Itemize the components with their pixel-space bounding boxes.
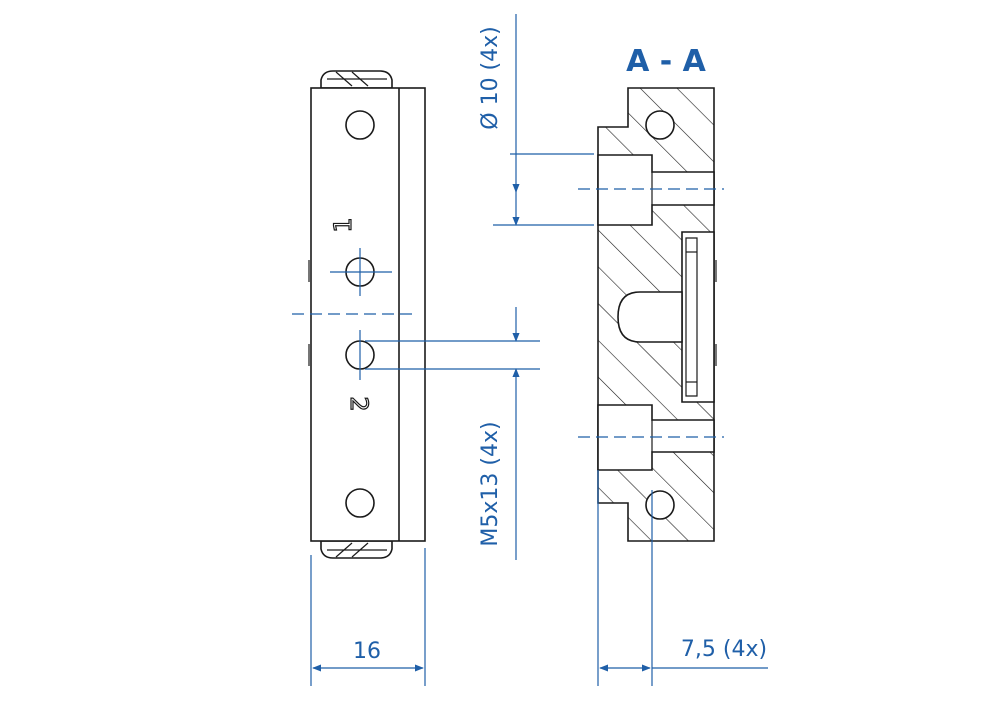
width-dimension: 16 — [310, 548, 426, 686]
bottom-end-cap — [320, 540, 393, 559]
thread-label: M5x13 (4x) — [478, 421, 503, 546]
top-end-cap — [320, 70, 393, 89]
mounting-hole-top — [345, 110, 375, 140]
section-view — [578, 87, 724, 542]
section-hole-bottom — [645, 490, 675, 520]
port-label-1: 1 — [329, 217, 357, 232]
port-label-2: 2 — [345, 396, 373, 411]
offset-label: 7,5 (4x) — [681, 637, 767, 662]
bore-dimension: Ø 10 (4x) — [478, 14, 594, 226]
section-title: A - A — [626, 44, 707, 79]
width-label: 16 — [353, 639, 381, 664]
thread-dimension: M5x13 (4x) — [365, 307, 540, 560]
offset-dimension: 7,5 (4x) — [597, 470, 768, 686]
mounting-hole-bottom — [345, 488, 375, 518]
bore-label: Ø 10 (4x) — [478, 26, 503, 129]
section-hole-top — [645, 110, 675, 140]
front-view: 1 2 — [292, 70, 426, 559]
